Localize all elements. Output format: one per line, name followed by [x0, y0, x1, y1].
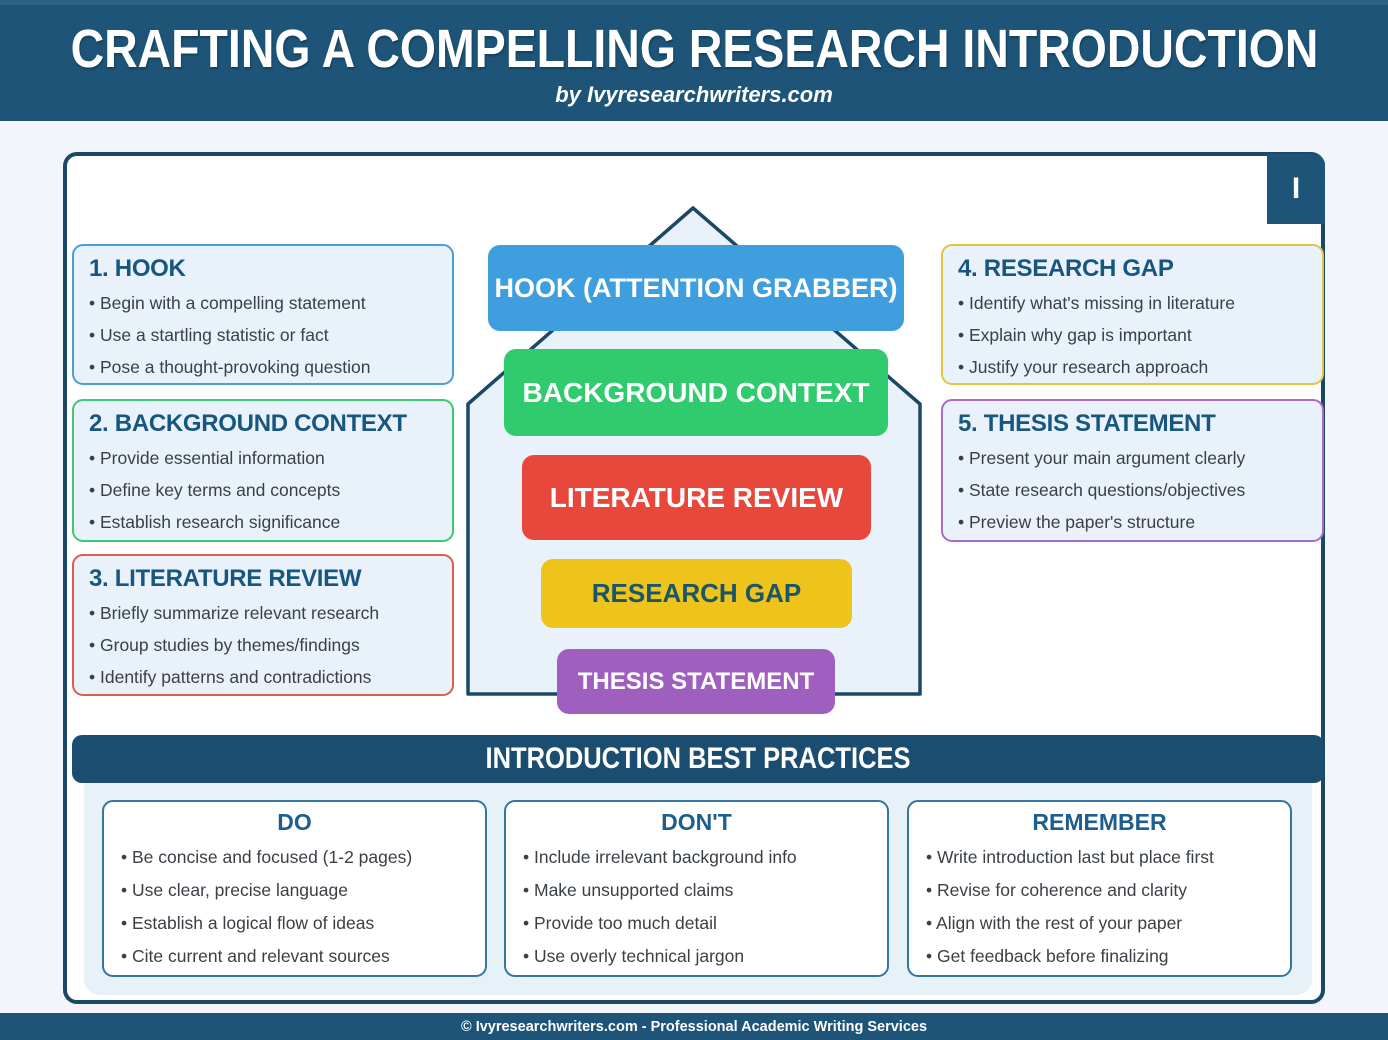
bullet-item: Explain why gap is important: [958, 325, 1307, 347]
bullet-item: Make unsupported claims: [523, 880, 870, 902]
corner-tab-letter: I: [1291, 172, 1301, 205]
best-practices-bullet-list: Include irrelevant background info Make …: [523, 847, 870, 968]
page-title: CRAFTING A COMPELLING RESEARCH INTRODUCT…: [70, 19, 1318, 79]
pyramid-layer-label: THESIS STATEMENT: [577, 667, 815, 695]
info-box-bullet-list: Briefly summarize relevant research Grou…: [89, 603, 437, 689]
bullet-item: Group studies by themes/findings: [89, 635, 437, 657]
bullet-item: Provide essential information: [89, 448, 437, 470]
pyramid-layer-hook: HOOK (ATTENTION GRABBER): [488, 245, 904, 331]
bullet-item: Revise for coherence and clarity: [926, 880, 1273, 902]
bullet-item: Use a startling statistic or fact: [89, 325, 437, 347]
bullet-item: Establish research significance: [89, 512, 437, 534]
best-practices-do-box: DO Be concise and focused (1-2 pages) Us…: [102, 800, 487, 977]
bullet-item: Get feedback before finalizing: [926, 946, 1273, 968]
info-box-bullet-list: Provide essential information Define key…: [89, 448, 437, 534]
bullet-item: Use overly technical jargon: [523, 946, 870, 968]
bullet-item: Align with the rest of your paper: [926, 913, 1273, 935]
pyramid-layer-label: RESEARCH GAP: [591, 578, 802, 608]
pyramid-layer-label: LITERATURE REVIEW: [549, 481, 844, 513]
pyramid-layer-background-context: BACKGROUND CONTEXT: [504, 349, 888, 436]
info-box-title: 3. LITERATURE REVIEW: [89, 565, 362, 592]
bullet-item: Include irrelevant background info: [523, 847, 870, 869]
bullet-item: Establish a logical flow of ideas: [121, 913, 468, 935]
best-practices-bullet-list: Write introduction last but place first …: [926, 847, 1273, 968]
info-box-bullet-list: Present your main argument clearly State…: [958, 448, 1307, 534]
best-practices-banner: INTRODUCTION BEST PRACTICES: [72, 735, 1324, 783]
bullet-item: Begin with a compelling statement: [89, 293, 437, 315]
bullet-item: Be concise and focused (1-2 pages): [121, 847, 468, 869]
info-box-background-context: 2. BACKGROUND CONTEXT Provide essential …: [72, 399, 454, 542]
info-box-title: 4. RESEARCH GAP: [958, 255, 1174, 282]
info-box-thesis-statement: 5. THESIS STATEMENT Present your main ar…: [941, 399, 1324, 542]
bullet-item: Provide too much detail: [523, 913, 870, 935]
pyramid-layer-thesis-statement: THESIS STATEMENT: [557, 649, 835, 714]
info-box-bullet-list: Begin with a compelling statement Use a …: [89, 293, 437, 379]
info-box-hook: 1. HOOK Begin with a compelling statemen…: [72, 244, 454, 385]
bullet-item: Identify what's missing in literature: [958, 293, 1307, 315]
best-practices-column-title: DO: [277, 809, 312, 835]
pyramid-layer-label: BACKGROUND CONTEXT: [522, 376, 870, 408]
bullet-item: Pose a thought-provoking question: [89, 357, 437, 379]
info-box-literature-review: 3. LITERATURE REVIEW Briefly summarize r…: [72, 554, 454, 696]
info-box-title: 5. THESIS STATEMENT: [958, 410, 1216, 437]
info-box-title: 1. HOOK: [89, 255, 186, 282]
footer-bar: © Ivyresearchwriters.com - Professional …: [0, 1013, 1388, 1040]
bullet-item: Use clear, precise language: [121, 880, 468, 902]
pyramid-layer-research-gap: RESEARCH GAP: [541, 559, 852, 628]
best-practices-column-title: DON'T: [661, 809, 732, 835]
bullet-item: Briefly summarize relevant research: [89, 603, 437, 625]
bullet-item: Write introduction last but place first: [926, 847, 1273, 869]
bullet-item: Cite current and relevant sources: [121, 946, 468, 968]
bullet-item: Justify your research approach: [958, 357, 1307, 379]
best-practices-column-title: REMEMBER: [1032, 809, 1167, 835]
info-box-research-gap: 4. RESEARCH GAP Identify what's missing …: [941, 244, 1324, 385]
header-banner: CRAFTING A COMPELLING RESEARCH INTRODUCT…: [0, 0, 1388, 121]
pyramid-layer-label: HOOK (ATTENTION GRABBER): [494, 272, 898, 303]
pyramid-layer-literature-review: LITERATURE REVIEW: [522, 455, 871, 540]
info-box-bullet-list: Identify what's missing in literature Ex…: [958, 293, 1307, 379]
bullet-item: Present your main argument clearly: [958, 448, 1307, 470]
best-practices-remember-box: REMEMBER Write introduction last but pla…: [907, 800, 1292, 977]
corner-tab: I: [1267, 154, 1325, 224]
info-box-title: 2. BACKGROUND CONTEXT: [89, 410, 407, 437]
bullet-item: State research questions/objectives: [958, 480, 1307, 502]
bullet-item: Define key terms and concepts: [89, 480, 437, 502]
footer-text: © Ivyresearchwriters.com - Professional …: [460, 1018, 928, 1035]
bullet-item: Identify patterns and contradictions: [89, 667, 437, 689]
best-practices-dont-box: DON'T Include irrelevant background info…: [504, 800, 889, 977]
best-practices-bullet-list: Be concise and focused (1-2 pages) Use c…: [121, 847, 468, 968]
bullet-item: Preview the paper's structure: [958, 512, 1307, 534]
main-card: I HOOK (ATTENTION GRABBER) BACKGROUND CO…: [63, 152, 1325, 1004]
page-subtitle: by Ivyresearchwriters.com: [555, 82, 833, 107]
best-practices-title: INTRODUCTION BEST PRACTICES: [485, 742, 911, 775]
